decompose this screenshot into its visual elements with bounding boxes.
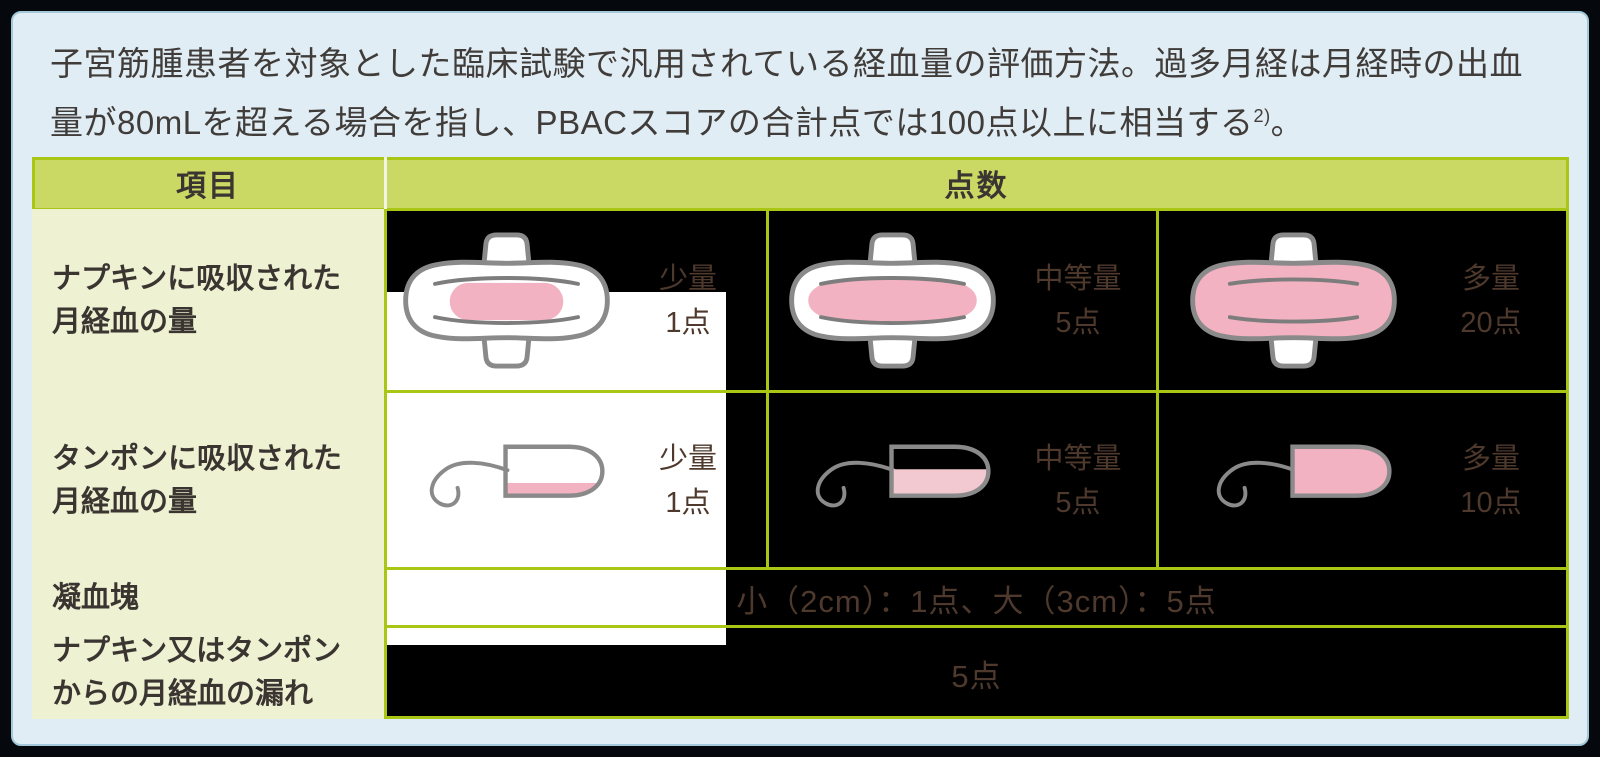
napkin-medium-score: 中等量 5点 (1034, 262, 1122, 339)
napkin-high-score: 多量 20点 (1460, 262, 1522, 339)
grid-line (32, 157, 1569, 160)
table-row-tampon: タンポンに吸収された 月経血の量 少量 (32, 392, 1569, 569)
tampon-high-cell: 多量 10点 (1156, 392, 1569, 569)
table-header-row: 項目 点数 (32, 157, 1569, 209)
intro-text: 子宮筋腫患者を対象とした臨床試験で汎用されている経血量の評価方法。過多月経は月経… (50, 37, 1523, 149)
napkin-medium-cell: 中等量 5点 (766, 209, 1156, 392)
tampon-medium-icon (815, 444, 991, 507)
pbac-score-table: 項目 点数 ナプキンに吸収された 月経血の量 (32, 157, 1569, 719)
row-label-napkin: ナプキンに吸収された 月経血の量 (32, 209, 384, 392)
intro-line-1: 子宮筋腫患者を対象とした臨床試験で汎用されている経血量の評価方法。過多月経は月経… (50, 45, 1524, 82)
tampon-high-score: 多量 10点 (1460, 442, 1522, 519)
napkin-medium-icon (788, 232, 996, 369)
napkin-high-icon (1190, 232, 1397, 369)
tampon-medium-cell: 中等量 5点 (766, 392, 1156, 569)
row-label-tampon: タンポンに吸収された 月経血の量 (32, 392, 384, 569)
napkin-low-score: 少量 1点 (658, 262, 717, 339)
grid-line (32, 625, 1569, 628)
header-divider-line (384, 157, 387, 209)
grid-line (384, 209, 387, 719)
grid-line (32, 208, 1569, 211)
tampon-medium-score: 中等量 5点 (1034, 442, 1122, 519)
napkin-low-icon (402, 232, 610, 369)
grid-line (1566, 157, 1569, 719)
grid-line (1156, 209, 1159, 569)
tampon-low-icon (429, 444, 605, 507)
table-row-napkin: ナプキンに吸収された 月経血の量 (32, 209, 1569, 392)
grid-line (32, 716, 1569, 719)
tampon-low-score: 少量 1点 (658, 442, 717, 519)
intro-line-2: 量が80mLを超える場合を指し、PBACスコアの合計点では100点以上に相当する… (50, 104, 1305, 141)
content-panel: 子宮筋腫患者を対象とした臨床試験で汎用されている経血量の評価方法。過多月経は月経… (11, 11, 1589, 746)
clot-score-text: 小（2cm）：1点、大（3cm）：5点 (736, 583, 1217, 619)
grid-line (32, 390, 1569, 393)
grid-line (32, 567, 1569, 570)
row-label-clot: 凝血塊 (32, 569, 384, 627)
napkin-high-cell: 多量 20点 (1156, 209, 1569, 392)
grid-line (766, 209, 769, 569)
tampon-high-icon (1216, 444, 1392, 507)
reference-superscript: 2) (1253, 106, 1271, 126)
header-cell-item: 項目 (32, 157, 384, 209)
table-row-leak: ナプキン又はタンポン からの月経血の漏れ 5点 (32, 627, 1569, 719)
header-cell-score: 点数 (384, 157, 1569, 209)
table-row-clot: 凝血塊 小（2cm）：1点、大（3cm）：5点 (32, 569, 1569, 627)
tampon-low-cell: 少量 1点 (384, 392, 766, 569)
napkin-low-cell: 少量 1点 (384, 209, 766, 392)
row-label-leak: ナプキン又はタンポン からの月経血の漏れ (32, 627, 384, 719)
leak-score-text: 5点 (951, 658, 1002, 694)
